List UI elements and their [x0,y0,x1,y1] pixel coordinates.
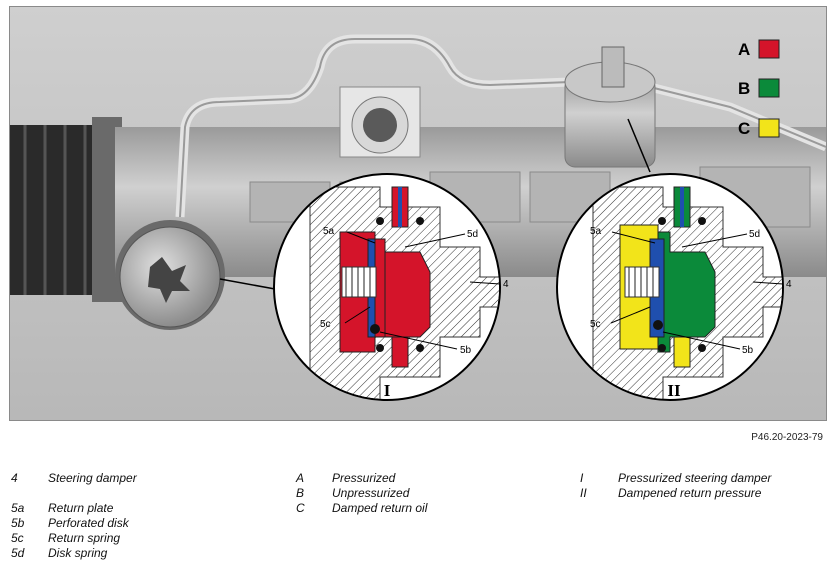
callout-i-4: 4 [503,279,509,290]
legend-code: II [580,486,587,500]
color-key: A B C [738,39,780,138]
legend-code: C [296,501,305,515]
callout-ii-5b: 5b [742,345,754,356]
key-letter-b: B [738,79,750,98]
legend-desc: Steering damper [48,471,137,485]
mounting-bushing [339,86,421,158]
callout-ii-5d: 5d [749,229,760,240]
callout-i-5d: 5d [467,229,478,240]
legend-code: 5a [11,501,25,515]
callout-ii-4: 4 [786,279,792,290]
legend-code: I [580,471,584,485]
callout-ii-5a: 5a [590,226,602,237]
callout-ii-5c: 5c [590,319,601,330]
callout-i-5b: 5b [460,345,472,356]
circle-label-i: I [384,381,391,400]
legend-code: 5b [11,516,25,530]
legend-desc: Pressurized [332,471,396,485]
legend-code: 5c [11,531,24,545]
legend-code: B [296,486,305,500]
legend-desc: Unpressurized [332,486,410,500]
key-swatch-c [758,118,780,138]
figure-reference: P46.20-2023-79 [751,432,823,443]
legend-code: A [296,471,305,485]
key-letter-c: C [738,119,750,138]
legend-desc: Dampened return pressure [618,486,762,500]
callout-i-5a: 5a [323,226,335,237]
detail-circle-i: 5a 5d 5c 5b 4 I [273,173,509,401]
valve-cap-right [564,46,656,168]
key-letter-a: A [738,40,750,59]
callout-i-5c: 5c [320,319,331,330]
legend-desc: Disk spring [48,546,108,560]
legend-desc: Damped return oil [332,501,428,515]
legend-desc: Perforated disk [48,516,129,530]
legend-desc: Return spring [48,531,121,545]
legend-desc: Return plate [48,501,114,515]
legend-code: 4 [11,471,18,485]
rubber-boot [10,117,122,302]
legend-code: 5d [11,546,25,560]
circle-label-ii: II [667,381,681,400]
key-swatch-a [758,39,780,59]
steering-damper-figure: A B C [9,6,827,421]
detail-circle-ii: 5a 5d 5c 5b 4 II [556,173,792,401]
legend-desc: Pressurized steering damper [618,471,772,485]
key-swatch-b [758,78,780,98]
damper-cap-left [115,220,276,330]
leader-right-cap [627,118,651,173]
